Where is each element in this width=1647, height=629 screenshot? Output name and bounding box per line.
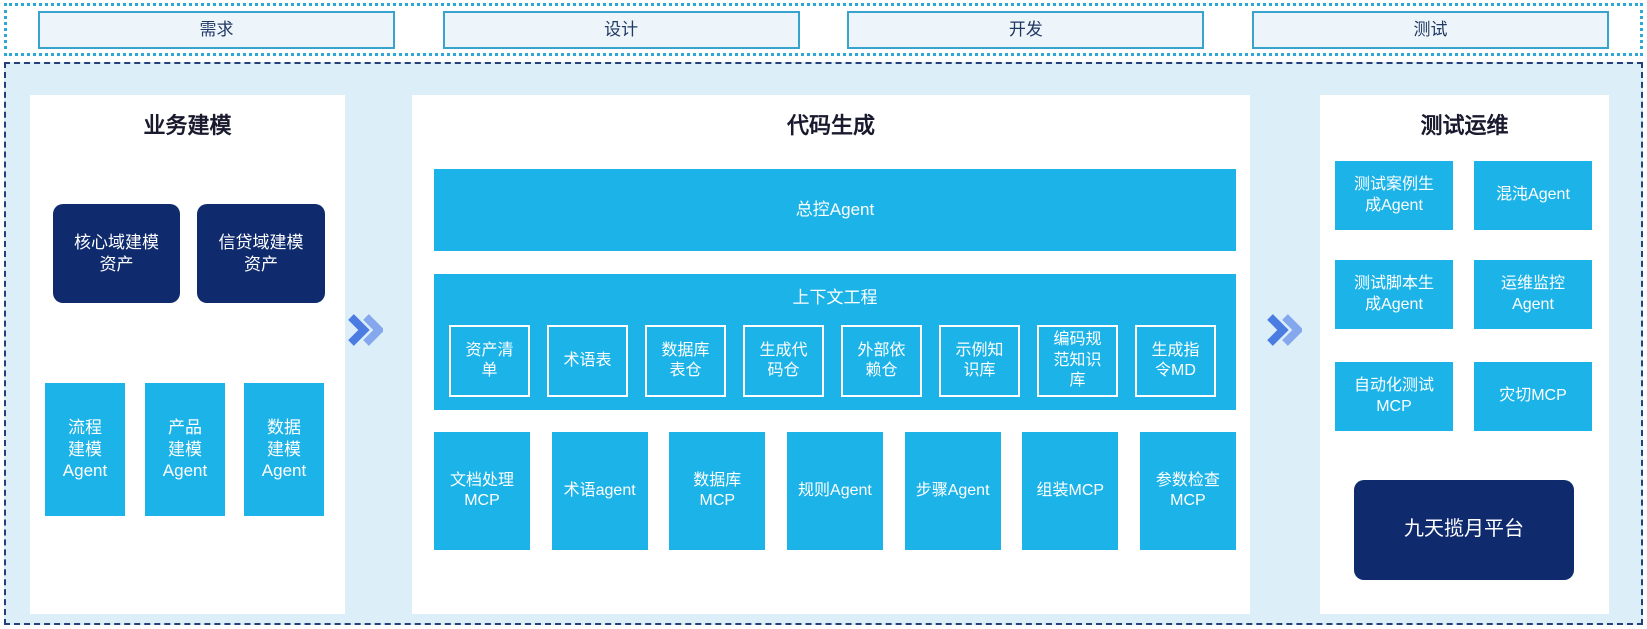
box-test-script-gen-agent: 测试脚本生 成Agent — [1335, 260, 1453, 329]
box-label: 自动化测试 MCP — [1353, 377, 1434, 415]
tool-box-database-mcp: 数据库 MCP — [669, 432, 766, 550]
tool-box-glossary-agent: 术语agent — [551, 432, 648, 550]
context-item-generated-code-repo: 生成代 码仓 — [743, 325, 824, 397]
tool-box-assembly-mcp: 组装MCP — [1022, 432, 1119, 550]
tool-label: 参数检查 MCP — [1155, 471, 1220, 509]
tool-box-step-agent: 步骤Agent — [904, 432, 1001, 550]
agent-box-data-modeling: 数据 建模 Agent — [244, 383, 324, 516]
panel-title: 测试运维 — [1420, 113, 1509, 138]
tool-box-rule-agent: 规则Agent — [786, 432, 883, 550]
box-ops-monitoring-agent: 运维监控 Agent — [1474, 260, 1592, 329]
context-item-label: 示例知 识库 — [955, 341, 1004, 379]
context-item-generation-instruction-md: 生成指 令MD — [1135, 325, 1216, 397]
panel-test-ops: 测试运维 测试案例生 成Agent 混沌Agent 测试脚本生 成Agent 运… — [1320, 95, 1609, 614]
tool-row: 文档处理 MCP 术语agent 数据库 MCP 规则Agent 步骤Agent… — [434, 432, 1236, 550]
box-label: 测试案例生 成Agent — [1353, 176, 1434, 214]
box-automated-test-mcp: 自动化测试 MCP — [1335, 362, 1453, 431]
tool-box-param-check-mcp: 参数检查 MCP — [1139, 432, 1236, 550]
panel-code-generation: 代码生成 总控Agent 上下文工程 资产清 单 术语表 数据库 表仓 — [412, 95, 1250, 614]
master-agent-bar: 总控Agent — [434, 169, 1236, 251]
asset-label: 信贷域建模 资产 — [218, 232, 304, 274]
context-item-label: 外部依 赖仓 — [857, 341, 906, 379]
phase-box-requirements: 需求 — [38, 10, 395, 49]
tool-box-doc-processing-mcp: 文档处理 MCP — [434, 432, 530, 550]
context-item-label: 资产清 单 — [465, 341, 514, 379]
platform-label: 九天揽月平台 — [1404, 518, 1524, 541]
box-disaster-switch-mcp: 灾切MCP — [1474, 362, 1592, 431]
master-agent-label: 总控Agent — [795, 200, 875, 220]
phase-label: 开发 — [1008, 19, 1043, 39]
box-label: 测试脚本生 成Agent — [1353, 275, 1434, 313]
main-band: 业务建模 核心域建模 资产 信贷域建模 资产 流程 建模 Agent 产品 建模… — [4, 62, 1643, 625]
phase-band: 需求 设计 开发 测试 — [4, 3, 1643, 56]
box-chaos-agent: 混沌Agent — [1474, 161, 1592, 230]
box-label: 混沌Agent — [1496, 186, 1570, 204]
tool-label: 步骤Agent — [915, 481, 990, 499]
asset-box-core-domain: 核心域建模 资产 — [53, 204, 180, 303]
panel-title: 业务建模 — [143, 113, 232, 138]
tool-label: 组装MCP — [1036, 481, 1105, 499]
context-item-glossary: 术语表 — [547, 325, 628, 397]
agent-box-process-modeling: 流程 建模 Agent — [45, 383, 125, 516]
phase-box-development: 开发 — [847, 10, 1205, 49]
context-item-label: 数据库 表仓 — [661, 341, 710, 379]
asset-label: 核心域建模 资产 — [74, 232, 159, 274]
context-item-asset-list: 资产清 单 — [449, 325, 530, 397]
context-item-label: 生成指 令MD — [1151, 341, 1200, 379]
context-engineering-container: 上下文工程 资产清 单 术语表 数据库 表仓 生成代 码仓 外部 — [434, 274, 1236, 410]
flow-arrow-icon — [348, 314, 383, 346]
context-item-label: 编码规 范知识 库 — [1053, 331, 1102, 390]
box-label: 运维监控 Agent — [1500, 275, 1565, 313]
agent-label: 数据 建模 Agent — [261, 417, 307, 481]
context-item-coding-standard-kb: 编码规 范知识 库 — [1037, 325, 1118, 397]
agent-label: 产品 建模 Agent — [162, 417, 208, 481]
tool-label: 数据库 MCP — [693, 471, 742, 509]
panel-business-modeling: 业务建模 核心域建模 资产 信贷域建模 资产 流程 建模 Agent 产品 建模… — [30, 95, 345, 614]
context-item-external-deps-repo: 外部依 赖仓 — [841, 325, 922, 397]
platform-box-jiutian-lanyue: 九天揽月平台 — [1354, 480, 1574, 580]
tool-label: 规则Agent — [798, 481, 872, 499]
agent-box-product-modeling: 产品 建模 Agent — [145, 383, 225, 516]
phase-label: 设计 — [604, 19, 639, 39]
context-item-label: 生成代 码仓 — [759, 341, 808, 379]
phase-label: 测试 — [1413, 19, 1448, 39]
phase-label: 需求 — [199, 19, 234, 39]
flow-arrow-icon — [1267, 314, 1302, 346]
phase-box-design: 设计 — [442, 10, 800, 49]
tool-label: 术语agent — [563, 481, 636, 499]
tool-label: 文档处理 MCP — [449, 471, 514, 509]
context-item-label: 术语表 — [563, 351, 612, 369]
asset-box-credit-domain: 信贷域建模 资产 — [197, 204, 325, 303]
box-test-case-gen-agent: 测试案例生 成Agent — [1335, 161, 1453, 230]
panel-title: 代码生成 — [786, 113, 875, 138]
context-item-db-table-repo: 数据库 表仓 — [645, 325, 726, 397]
context-item-example-knowledge-base: 示例知 识库 — [939, 325, 1020, 397]
agent-label: 流程 建模 Agent — [62, 417, 108, 481]
box-label: 灾切MCP — [1499, 387, 1567, 405]
context-items-row: 资产清 单 术语表 数据库 表仓 生成代 码仓 外部依 赖仓 — [449, 325, 1216, 397]
context-engineering-title: 上下文工程 — [792, 288, 878, 307]
phase-box-testing: 测试 — [1251, 10, 1609, 49]
